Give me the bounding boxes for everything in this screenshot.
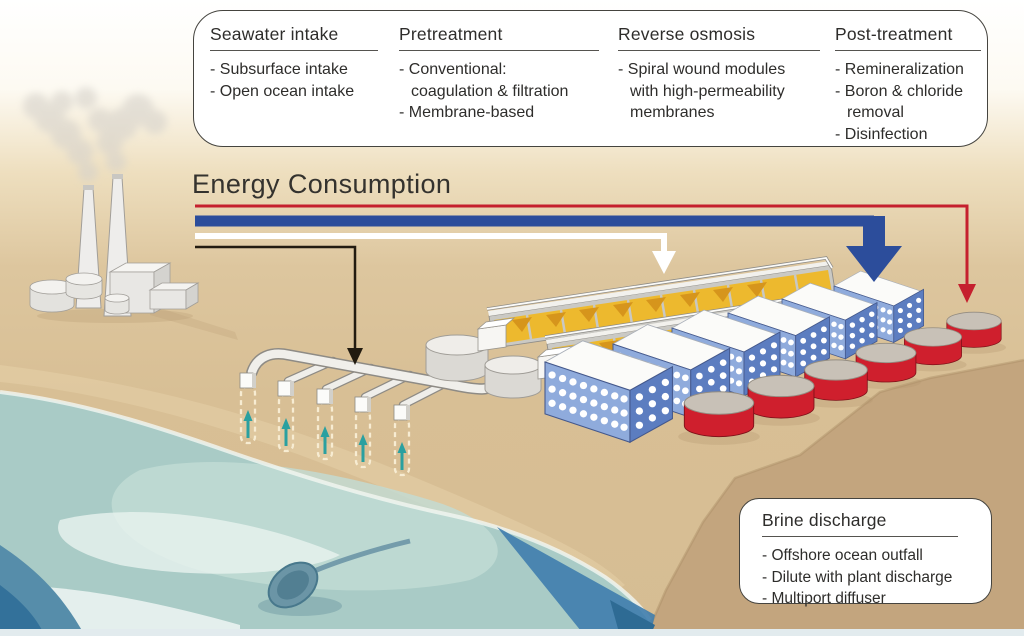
energy-consumption-label: Energy Consumption xyxy=(192,169,452,199)
stage-item: - Subsurface intake xyxy=(210,61,348,78)
stage-item: - Spiral wound modules xyxy=(618,61,786,78)
energy-lines xyxy=(195,204,976,365)
stage-item: - Conventional: xyxy=(399,61,507,78)
multiport-diffuser xyxy=(258,538,411,616)
stage-column-seawater-intake: Seawater intake - Subsurface intake - Op… xyxy=(210,24,378,102)
stage-item: - Disinfection xyxy=(835,125,928,143)
stage-item: - Open ocean intake xyxy=(210,82,355,100)
stage-title: Post-treatment xyxy=(835,24,981,51)
stage-item: - Membrane-based xyxy=(399,104,535,121)
stage-column-pretreatment: Pretreatment - Conventional: coagulation… xyxy=(399,24,599,124)
energy-arrow-blue xyxy=(195,215,902,282)
process-stages-box: Seawater intake - Subsurface intake - Op… xyxy=(193,10,988,147)
brine-item: - Dilute with plant discharge xyxy=(762,568,953,586)
stage-item: membranes xyxy=(630,104,715,121)
stage-item: with high-permeability xyxy=(630,82,785,100)
smoke-plumes xyxy=(23,87,167,182)
brine-discharge-box: Brine discharge - Offshore ocean outfall… xyxy=(739,498,992,607)
stage-title: Seawater intake xyxy=(210,24,378,51)
stage-item: - Remineralization xyxy=(835,61,964,78)
stage-column-post-treatment: Post-treatment - Remineralization - Boro… xyxy=(835,24,981,145)
energy-arrow-white xyxy=(195,233,676,274)
stage-column-reverse-osmosis: Reverse osmosis - Spiral wound modules w… xyxy=(618,24,820,124)
brine-title: Brine discharge xyxy=(762,510,958,537)
brine-item: - Offshore ocean outfall xyxy=(762,547,923,564)
stage-title: Pretreatment xyxy=(399,24,599,51)
stage-item: removal xyxy=(847,104,904,121)
brine-item: - Multiport diffuser xyxy=(762,590,886,607)
stage-item: - Boron & chloride xyxy=(835,82,964,100)
power-plant xyxy=(23,87,238,340)
stage-item: coagulation & filtration xyxy=(411,82,569,100)
ocean xyxy=(0,390,1024,636)
stage-title: Reverse osmosis xyxy=(618,24,820,51)
energy-arrow-black xyxy=(195,245,363,365)
energy-arrow-red xyxy=(195,204,976,303)
